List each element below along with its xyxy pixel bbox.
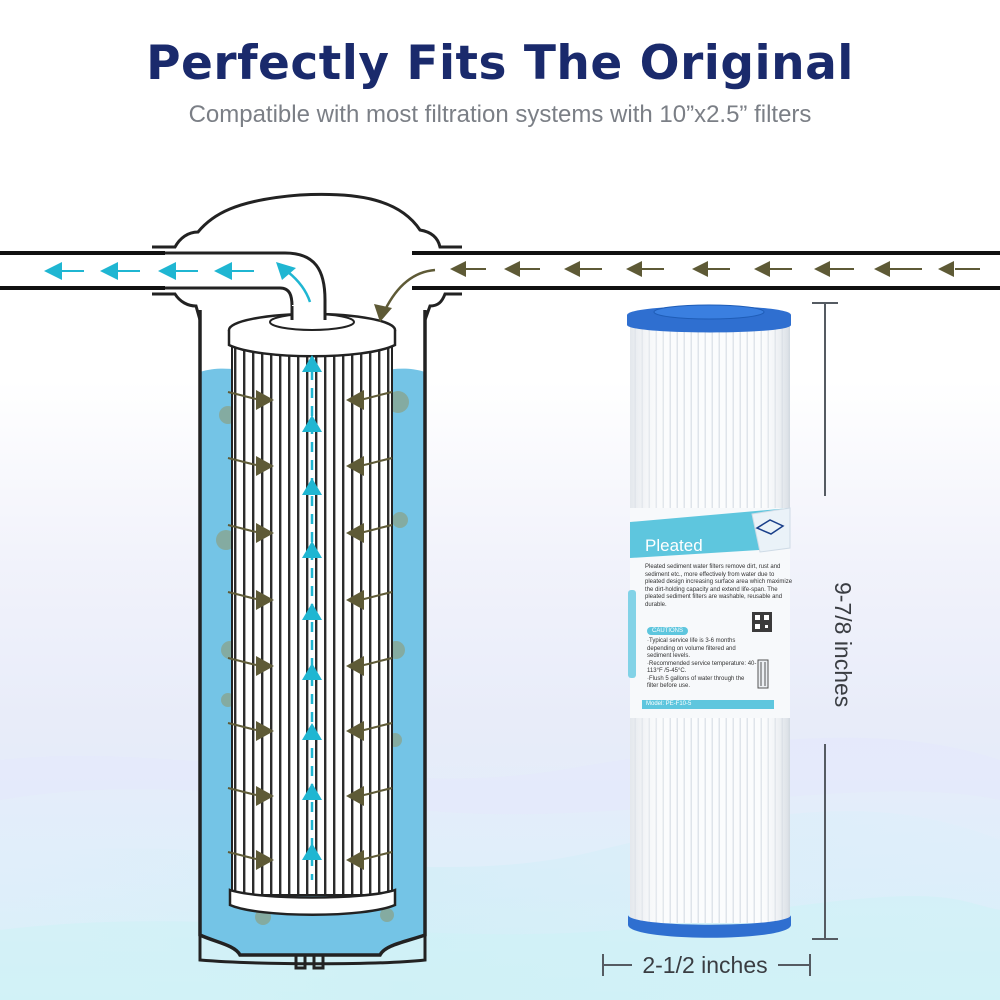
width-dimension-ruler	[602, 954, 811, 976]
cartridge-label-title: Pleated	[645, 536, 703, 555]
cartridge-side-stripe	[628, 590, 636, 678]
caution-item: ·Recommended service temperature: 40-113…	[647, 660, 757, 675]
inlet-pipe	[412, 251, 1000, 290]
height-dimension-ruler	[812, 302, 838, 940]
pleated-filter-cartridge	[627, 304, 791, 938]
outlet-pipe	[0, 251, 165, 290]
dirty-water-inflow-arrows	[227, 390, 393, 870]
cartridge-model-number: Model: PE-F10-5	[642, 700, 774, 709]
clean-water-upflow-arrows	[302, 355, 322, 880]
page-subtitle: Compatible with most filtration systems …	[188, 101, 812, 128]
cartridge-caution-badge: CAUTIONS	[647, 627, 689, 635]
page-title: Perfectly Fits The Original	[146, 36, 854, 91]
caution-item: ·Flush 5 gallons of water through the fi…	[647, 675, 745, 690]
width-dimension-label: 2-1/2 inches	[642, 952, 768, 978]
cartridge-label-description: Pleated sediment water filters remove di…	[645, 564, 793, 608]
dirty-water-inlet-arrows	[374, 261, 980, 322]
height-dimension-label: 9-7/8 inches	[830, 582, 856, 708]
caution-item: ·Typical service life is 3-6 months depe…	[647, 638, 736, 659]
housing-head	[152, 192, 462, 249]
cartridge-caution-list: ·Typical service life is 3-6 months depe…	[647, 638, 757, 691]
clean-water-outlet-arrows	[44, 262, 312, 303]
